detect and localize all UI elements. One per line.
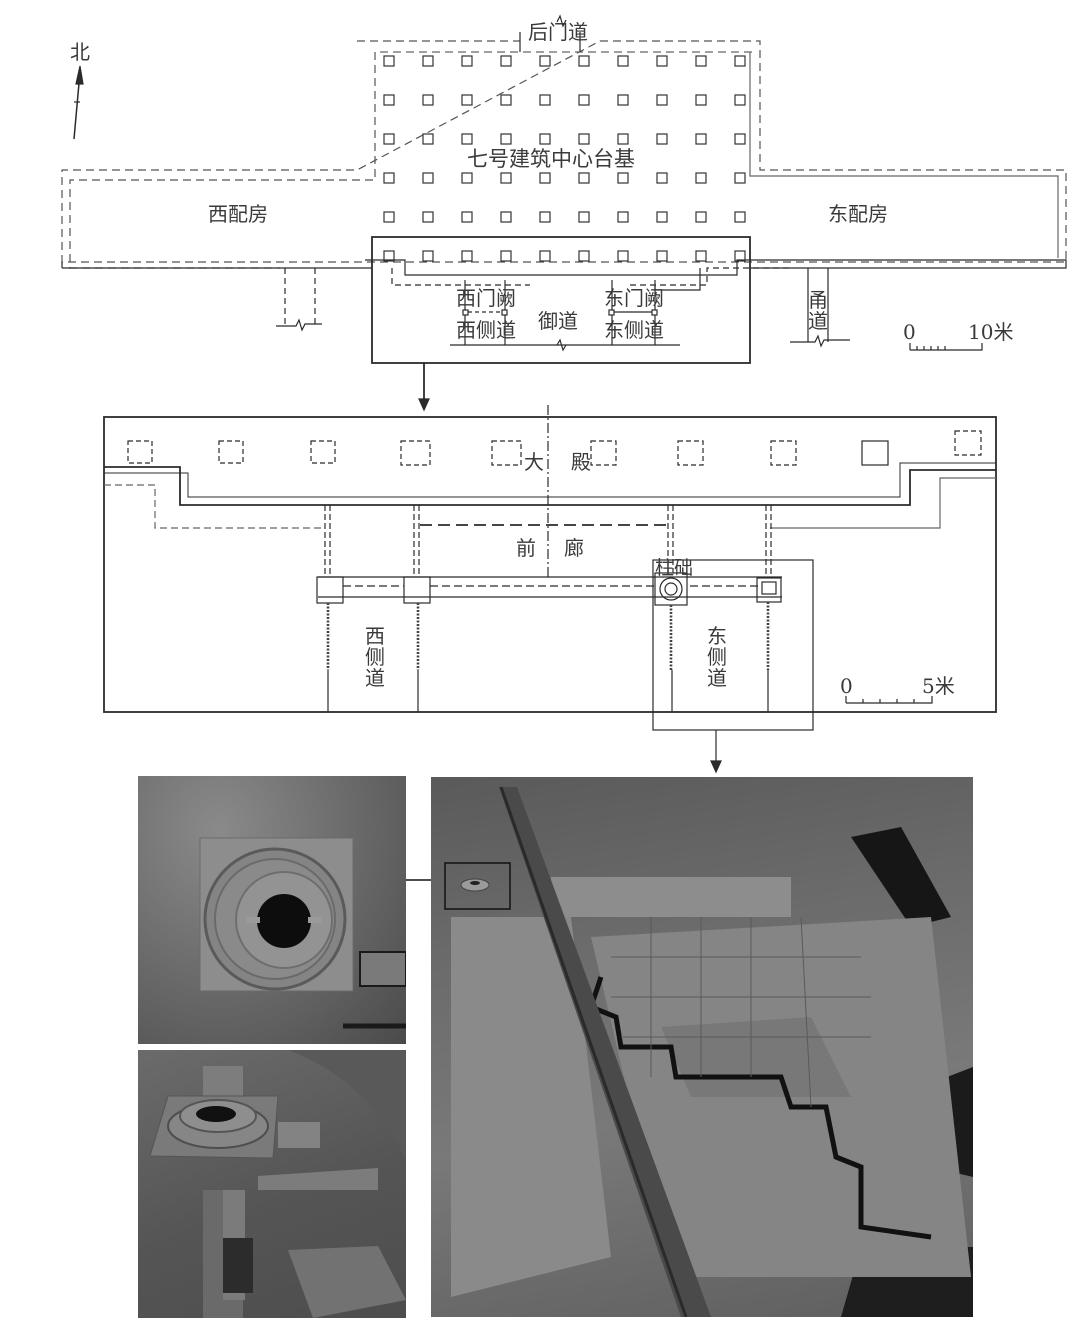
label-north: 北 [70, 40, 90, 64]
label-rear-gate: 后门道 [528, 20, 588, 44]
label-east-wing: 东配房 [828, 202, 888, 226]
label-central-platform: 七号建筑中心台基 [467, 147, 635, 171]
scale-start-5m: 0 [840, 674, 853, 698]
column-base-photo-oblique [138, 1050, 406, 1318]
column-grid [383, 55, 746, 262]
label-west-side-path: 西侧道 [456, 318, 516, 342]
scale-start-10m: 0 [903, 320, 916, 344]
excavation-photo [431, 777, 973, 1317]
label-west-wing: 西配房 [208, 202, 268, 226]
label-corridor-path: 甬 道 [808, 288, 828, 333]
scale-bar-10m [909, 343, 983, 351]
north-arrow-icon [73, 65, 84, 140]
label-hall-2: 殿 [571, 450, 591, 474]
label-east-gate-tower: 东门阙 [604, 286, 664, 310]
scale-end-5m: 5米 [922, 674, 955, 698]
label-west-gate-tower: 西门阙 [456, 286, 516, 310]
label-front-corridor-1: 前 [516, 536, 536, 560]
label-east-side-path: 东侧道 [604, 318, 664, 342]
label-imperial-path: 御道 [538, 309, 578, 333]
label-front-corridor-2: 廊 [564, 536, 584, 560]
label-hall-1: 大 [524, 450, 544, 474]
label-east-side-path-vertical: 东 侧 道 [707, 624, 727, 690]
scale-bar-5m [845, 696, 933, 704]
scale-end-10m: 10米 [968, 320, 1014, 344]
label-column-base: 柱础 [655, 557, 694, 579]
column-base-photo-top [138, 776, 406, 1044]
label-west-side-path-vertical: 西 侧 道 [365, 624, 385, 690]
